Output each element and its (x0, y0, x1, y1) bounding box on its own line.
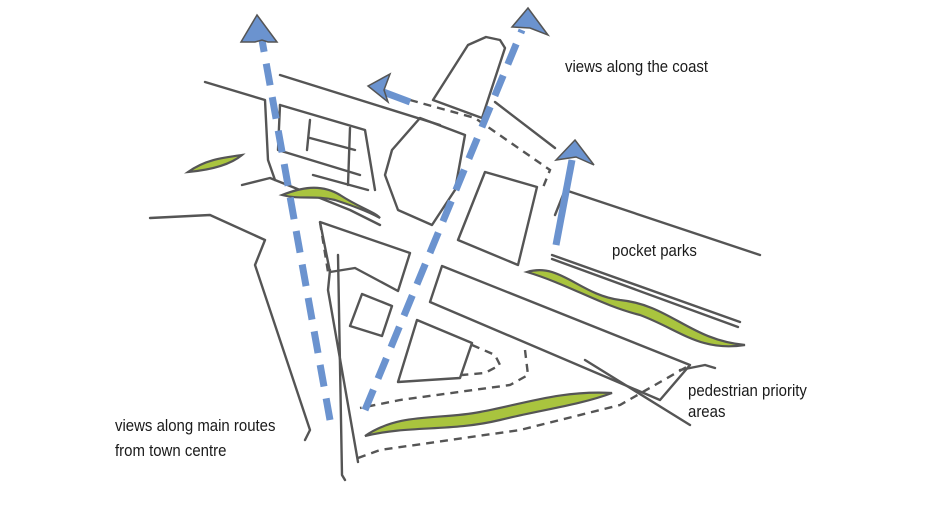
pocket-parks (184, 153, 746, 438)
coast-view-arrow-left (366, 72, 412, 106)
coast-view-arrow-right (552, 138, 595, 246)
main-route-view-arrow-left (239, 13, 334, 421)
road-outlines (148, 73, 762, 482)
view-arrows (239, 6, 595, 421)
label-main-routes-line1: views along main routes (115, 416, 276, 435)
label-pocket-parks: pocket parks (612, 241, 697, 260)
buildings (348, 35, 539, 384)
label-pedestrian-line1: pedestrian priority (688, 381, 807, 400)
label-pedestrian-line2: areas (688, 402, 726, 421)
label-main-routes-line2: from town centre (115, 441, 227, 460)
main-route-view-arrow-right (361, 6, 551, 412)
label-coast-views: views along the coast (565, 57, 709, 76)
pedestrian-priority-areas (318, 220, 692, 402)
